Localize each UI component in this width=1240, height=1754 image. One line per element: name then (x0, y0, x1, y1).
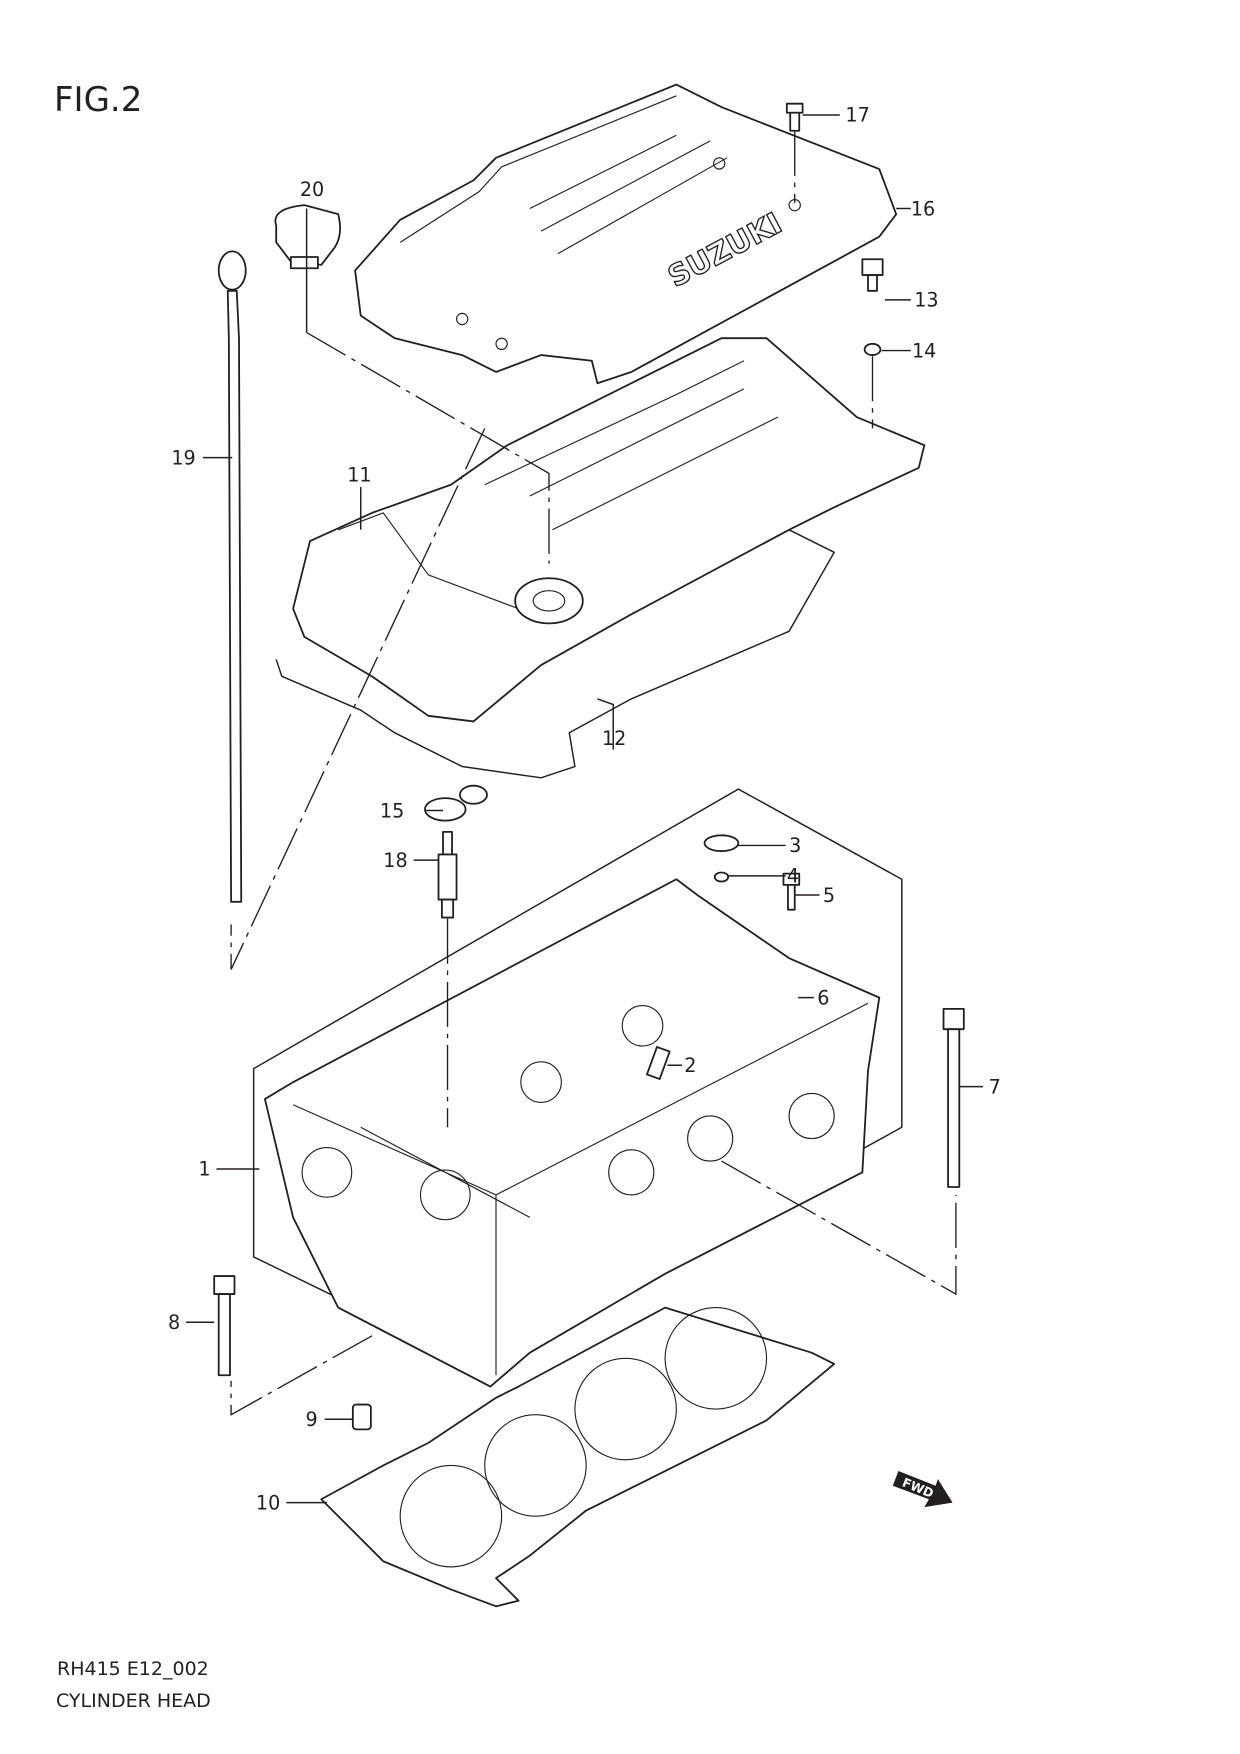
callout-17: 17 (845, 104, 869, 127)
callout-8: 8 (168, 1311, 180, 1334)
callout-6: 6 (817, 986, 829, 1009)
part-20-oil-filler-cap (274, 204, 341, 270)
part-8-bolt (213, 1275, 236, 1377)
diagram-code: RH415 E12_002 (57, 1658, 209, 1680)
callout-5: 5 (823, 884, 835, 907)
callout-9: 9 (305, 1408, 317, 1431)
part-13-bolt (861, 258, 884, 292)
callout-16: 16 (911, 197, 935, 220)
part-11-cylinder-head-cover (292, 337, 926, 723)
part-2-pin (646, 1046, 671, 1080)
part-1-cylinder-head (252, 788, 903, 1388)
part-3-cap (703, 834, 740, 852)
part-17-bolt (785, 102, 804, 132)
part-4-washer (713, 871, 730, 883)
leader-lines (186, 114, 983, 1504)
callout-7: 7 (989, 1075, 1001, 1098)
figure-title: FIG.2 (54, 80, 143, 120)
callout-3: 3 (789, 834, 801, 857)
part-16-engine-cover: SUZUKI (354, 83, 898, 385)
part-14-washer (863, 342, 882, 356)
callout-19: 19 (171, 446, 195, 469)
fwd-label: FWD (900, 1475, 936, 1501)
part-15-seal (424, 784, 488, 822)
diagram-name: CYLINDER HEAD (56, 1690, 211, 1712)
part-5-bolt (782, 872, 801, 911)
fwd-direction-arrow: FWD (892, 1471, 953, 1508)
callout-2: 2 (684, 1054, 696, 1077)
part-12-gasket (275, 529, 836, 779)
part-7-bolt (942, 1007, 965, 1188)
callout-14: 14 (912, 339, 936, 362)
part-10-cylinder-head-gasket (320, 1306, 836, 1608)
callout-20: 20 (300, 178, 324, 201)
callout-15: 15 (380, 799, 404, 822)
part-9-dowel (351, 1403, 372, 1431)
callout-labels: 1 2 3 4 5 6 7 8 9 10 11 12 13 14 15 16 1… (168, 104, 1001, 1515)
callout-1: 1 (198, 1158, 210, 1181)
callout-11: 11 (347, 463, 371, 486)
callout-10: 10 (256, 1491, 280, 1514)
callout-12: 12 (602, 727, 626, 750)
callout-18: 18 (383, 849, 407, 872)
callout-13: 13 (914, 289, 938, 312)
part-18-spark-plug (437, 831, 458, 919)
part-19-dipstick (217, 250, 247, 903)
callout-4: 4 (787, 865, 799, 888)
